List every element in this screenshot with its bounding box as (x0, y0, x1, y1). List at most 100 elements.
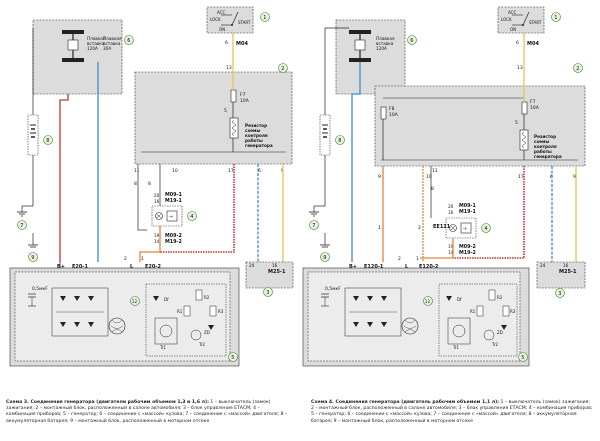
gen2-label-r1: R1 (470, 309, 476, 314)
callout2-8: 8 (338, 138, 341, 144)
wires-scheme3 (59, 33, 284, 268)
callout-1: 1 (263, 15, 266, 21)
callout-2: 2 (281, 66, 284, 72)
switch2-pin: 6 (516, 40, 519, 46)
etacm2-pin-b: 16 (563, 263, 569, 268)
pin2-17: 17 (518, 174, 524, 180)
etacm-pin-a: 24 (249, 263, 255, 268)
callout2-5: 5 (521, 355, 524, 361)
fuse2-main-label: Плавкая вставка 120А (376, 36, 396, 51)
gen2-terminal-one: 1 (416, 256, 419, 262)
etacm-label: M25-1 (268, 269, 286, 275)
lamp2-pin-top-2: 16 (448, 210, 454, 215)
relay-box-2: 2 13 F7 10А F8 10А 5 Резистор схемы конт… (374, 63, 586, 231)
callout2-1: 1 (554, 15, 557, 21)
callout-7: 7 (20, 223, 23, 229)
fuse-main-line3: 120А (87, 46, 98, 51)
gen2-capacitor: 0,5мкF (325, 286, 341, 292)
switch2-label-start: START (529, 20, 542, 25)
gen-terminal-e2: E20-2 (145, 264, 161, 270)
gen2-label-r2: R2 (497, 295, 503, 300)
fuse-main-line2: вставка (87, 41, 105, 46)
etacm2-label: M25-1 (559, 269, 577, 275)
resistor-line4: работы (245, 138, 263, 143)
resistor2-line1: Резистор (534, 134, 556, 139)
relay-pin-top: 13 (226, 65, 232, 71)
fuse-main-line1: Плавкая (87, 36, 106, 41)
switch-label-lock: LOCK (210, 17, 221, 22)
etacm-connector-2: 24 16 M25-1 3 (536, 261, 586, 298)
gen2-terminal-b: B+ (349, 264, 357, 270)
gen-terminal-l: L (130, 264, 134, 270)
battery: 8 7 9 (17, 28, 53, 262)
callout-9: 9 (31, 255, 34, 261)
switch-label-on: ON (219, 27, 225, 32)
pin2-11: 11 (432, 168, 438, 174)
scheme-3: ACC LOCK ON START 1 6 M04 Плавкая вставк… (9, 6, 294, 367)
scheme-4: ACC LOCK ON START 1 6 M04 Плавкая вставк… (302, 6, 586, 367)
callout-6: 6 (127, 38, 130, 44)
resistor-line1: Резистор (245, 123, 267, 128)
resistor2-line3: контроля (534, 144, 557, 149)
resistor-line5: генератора (245, 143, 273, 148)
fuse2-main-line2: вставка (376, 41, 394, 46)
fuse-block-2: Плавкая вставка 120А 6 (335, 19, 417, 95)
lamp-connector-top-2: M19-1 (165, 198, 182, 204)
pin-6: 6 (258, 168, 261, 174)
ee111-label: EE111 (433, 224, 451, 230)
ignition-switch-2: ACC LOCK ON START 1 6 M04 (497, 6, 561, 47)
etacm2-pin-a: 24 (540, 263, 546, 268)
resistor-line3: контроля (245, 133, 268, 138)
callout2-9: 9 (323, 255, 326, 261)
callout-5: 5 (231, 355, 234, 361)
lamp-symbol: -+ (169, 214, 174, 219)
pin2-1: 1 (378, 225, 381, 231)
etacm-connector: 24 16 M25-1 3 (245, 261, 294, 297)
lamp-pin-bottom: 19 (154, 233, 160, 238)
pin2-8: 8 (431, 186, 434, 192)
callout2-12: 12 (425, 299, 431, 304)
wires-scheme4 (351, 33, 577, 262)
resistor-label: Резистор схемы контроля работы генератор… (245, 123, 273, 148)
fuse2-f8: F8 (389, 106, 395, 112)
pin2-2: 2 (418, 225, 421, 231)
lamp2-pin-bottom-2: 14 (448, 250, 454, 255)
lamp2-pin-bottom: 19 (448, 244, 454, 249)
gen2-terminal-two: 2 (398, 256, 401, 262)
instrument-cluster-2: -+ 4 20 16 M09-1 M19-1 19 14 M09-2 M19-2 (445, 203, 491, 256)
etacm-pin-b: 16 (272, 263, 278, 268)
resistor-line2: схемы (245, 128, 260, 133)
gen2-label-tr1: Tr1 (452, 345, 460, 350)
relay-pin-5: 5 (224, 108, 227, 114)
gen-label-r3: R3 (218, 309, 224, 314)
fuse-second-line1: Плавкая (103, 36, 122, 41)
switch2-connector: M04 (527, 41, 539, 47)
fuse-main-label: Плавкая вставка 120А (87, 36, 107, 51)
caption-3-title: Схема 3. Соединения генератора (двигател… (6, 400, 209, 405)
caption-scheme-3: Схема 3. Соединения генератора (двигател… (6, 400, 288, 425)
switch2-label-acc: ACC (508, 10, 516, 15)
gen-terminal-one: 1 (141, 256, 144, 262)
lamp2-connector-bottom: M09-2 (459, 244, 476, 250)
lamp2-connector-top: M09-1 (459, 203, 476, 209)
lamp-connector-bottom-2: M19-2 (165, 239, 182, 245)
fuse-f7-rating: 10А (240, 98, 250, 104)
callout2-6: 6 (410, 38, 413, 44)
fuse-block: Плавкая вставка 120А Плавкая вставка 30А… (32, 19, 134, 95)
pin2-9a: 9 (378, 174, 381, 180)
gen2-terminal-l: L (405, 264, 409, 270)
pin-8a: 8 (134, 181, 137, 187)
callout2-4: 4 (484, 226, 487, 232)
fuse-second-line2: вставка (103, 41, 121, 46)
callout-12: 12 (132, 299, 138, 304)
resistor2-label: Резистор схемы контроля работы генератор… (534, 134, 562, 159)
gen-label-df: Df (164, 297, 169, 302)
relay2-pin-top: 13 (517, 65, 523, 71)
resistor2-line4: работы (534, 149, 552, 154)
caption-3-text: 1 – выключатель (замок) зажигания; 2 – м… (6, 400, 288, 424)
gen-terminal-b: B+ (57, 264, 65, 270)
fuse2-main-line1: Плавкая (376, 36, 395, 41)
gen-terminal-e: E20-1 (72, 264, 88, 270)
pin-8b: 8 (148, 181, 151, 187)
